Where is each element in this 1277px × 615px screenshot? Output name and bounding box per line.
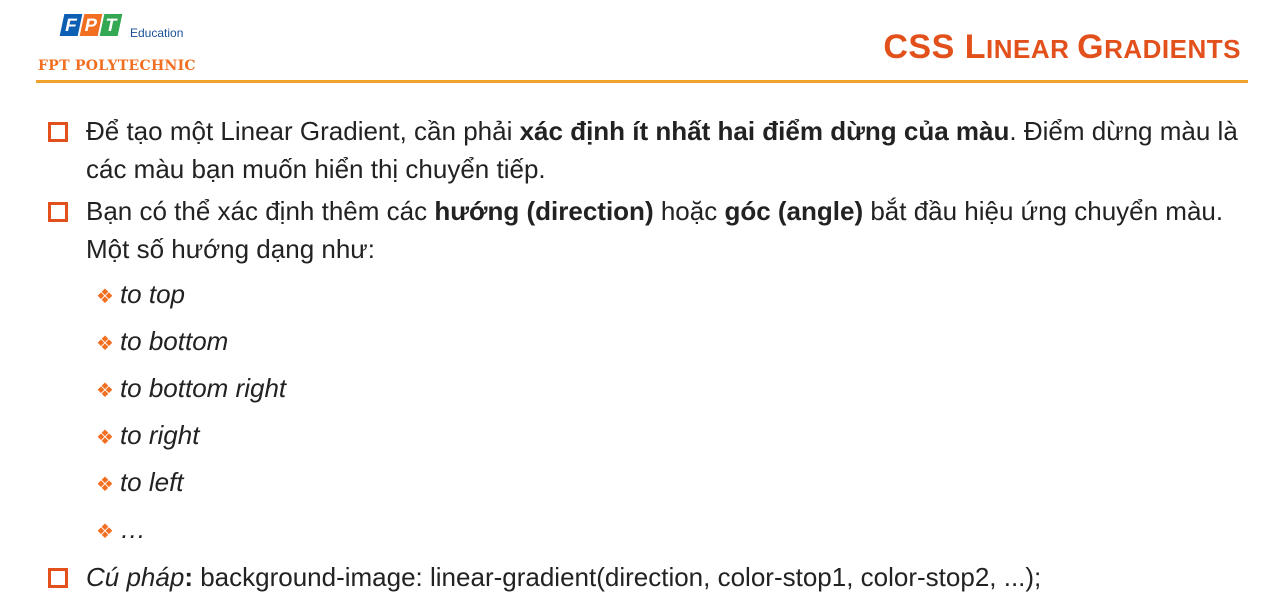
syntax-label: Cú pháp	[86, 562, 185, 592]
direction-text: to right	[119, 420, 200, 450]
fpt-logo-mark: F P T	[59, 14, 123, 36]
logo-letter-p: P	[79, 14, 103, 36]
slide-header: F P T Education FPT POLYTECHNIC CSS LINE…	[0, 0, 1277, 84]
bullet-item: Bạn có thể xác định thêm các hướng (dire…	[48, 192, 1248, 268]
title-css: CSS	[883, 28, 965, 66]
syntax-colon: :	[184, 562, 193, 592]
diamond-bullet-icon: ❖	[96, 380, 114, 402]
bullet-bold: góc (angle)	[724, 196, 864, 226]
direction-text: …	[119, 514, 146, 544]
diamond-bullet-icon: ❖	[96, 521, 114, 543]
syntax-code: background-image: linear-gradient(direct…	[192, 562, 1042, 592]
logo-polytechnic-text: FPT POLYTECHNIC	[38, 58, 196, 74]
direction-item: ❖to bottom right	[96, 366, 1248, 413]
diamond-bullet-icon: ❖	[96, 286, 114, 308]
direction-item: ❖to right	[96, 413, 1248, 460]
checkbox-bullet-icon	[48, 202, 68, 222]
diamond-bullet-icon: ❖	[96, 474, 114, 496]
syntax-item: Cú pháp: background-image: linear-gradie…	[48, 558, 1248, 596]
bullet-text: hoặc	[653, 196, 725, 226]
logo-letter-t: T	[99, 14, 123, 36]
direction-item: ❖to bottom	[96, 319, 1248, 366]
logo-letter-f: F	[59, 14, 83, 36]
bullet-text: bắt đầu hiệu ứng chuyển màu. Một số hướn…	[86, 196, 1224, 264]
bullet-text: Để tạo một Linear Gradient, cần phải	[86, 116, 520, 146]
bullet-bold: xác định ít nhất hai điểm dừng của màu	[519, 116, 1010, 146]
logo-education-text: Education	[130, 26, 184, 40]
checkbox-bullet-icon	[48, 568, 68, 588]
title-inear: INEAR	[986, 34, 1078, 64]
direction-text: to bottom	[119, 326, 229, 356]
direction-item: ❖…	[96, 507, 1248, 554]
title-radients: RADIENTS	[1104, 34, 1241, 64]
title-l: L	[964, 28, 987, 66]
slide-title: CSS LINEAR GRADIENTS	[883, 28, 1241, 67]
header-rule	[36, 80, 1248, 83]
diamond-bullet-icon: ❖	[96, 333, 114, 355]
direction-item: ❖to left	[96, 460, 1248, 507]
checkbox-bullet-icon	[48, 122, 68, 142]
bullet-text: Bạn có thể xác định thêm các	[86, 196, 435, 226]
diamond-bullet-icon: ❖	[96, 427, 114, 449]
bullet-bold: hướng (direction)	[434, 196, 654, 226]
bullet-item: Để tạo một Linear Gradient, cần phải xác…	[48, 112, 1248, 188]
direction-text: to bottom right	[119, 373, 287, 403]
direction-text: to top	[119, 279, 185, 309]
fpt-education-logo: F P T Education FPT POLYTECHNIC	[38, 14, 242, 74]
bullet-text: . Điểm dừng màu là các màu bạn muốn hiển…	[86, 116, 1238, 184]
direction-item: ❖to top	[96, 272, 1248, 319]
slide-content: Để tạo một Linear Gradient, cần phải xác…	[48, 112, 1248, 600]
title-g: G	[1077, 28, 1105, 66]
direction-text: to left	[119, 467, 184, 497]
